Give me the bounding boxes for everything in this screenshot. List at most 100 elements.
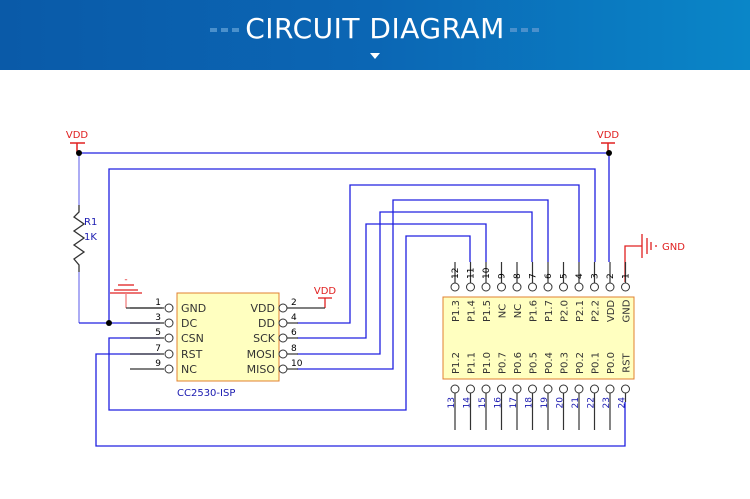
svg-text:P0.4: P0.4 — [544, 352, 555, 374]
module-pin-21: 21 P0.2 — [571, 352, 586, 430]
svg-text:8: 8 — [291, 344, 297, 354]
gnd-symbol-module: GND — [624, 234, 685, 282]
svg-text:6: 6 — [291, 328, 297, 338]
wire-sck-p15 — [297, 223, 487, 339]
svg-text:11: 11 — [467, 268, 477, 279]
isp-pin-nc: 9 NC — [130, 359, 197, 376]
svg-text:21: 21 — [571, 397, 581, 408]
module-pin-16: 16 P0.7 — [494, 352, 509, 430]
svg-text:VDD: VDD — [606, 300, 617, 323]
svg-text:18: 18 — [525, 397, 535, 409]
junction-dot — [76, 150, 82, 156]
wire-mosi-p16 — [297, 211, 533, 355]
isp-pin-miso: 10 MISO — [247, 359, 303, 376]
module-pin-18: 18 P0.5 — [525, 352, 540, 430]
svg-text:NC: NC — [181, 363, 197, 376]
svg-text:10: 10 — [291, 359, 303, 369]
svg-text:P2.0: P2.0 — [560, 300, 571, 322]
junction-dot — [106, 320, 112, 326]
svg-text:P0.5: P0.5 — [529, 352, 540, 374]
svg-text:RST: RST — [622, 352, 633, 372]
svg-text:MOSI: MOSI — [247, 348, 275, 361]
svg-text:2: 2 — [291, 298, 297, 308]
svg-text:P0.2: P0.2 — [575, 352, 586, 374]
svg-text:16: 16 — [494, 397, 504, 409]
svg-text:NC: NC — [498, 304, 509, 318]
svg-text:23: 23 — [602, 397, 612, 408]
svg-text:1: 1 — [155, 298, 161, 308]
svg-text:7: 7 — [155, 344, 161, 354]
svg-text:P2.2: P2.2 — [591, 300, 602, 322]
decorative-dashes-left — [210, 28, 239, 32]
vdd-symbol-left: VDD — [66, 130, 88, 153]
module-pin-7: 7P1.6 — [528, 262, 540, 322]
down-arrow-icon — [370, 53, 380, 59]
svg-text:P1.3: P1.3 — [451, 300, 462, 322]
svg-text:P1.0: P1.0 — [482, 352, 493, 374]
isp-name: CC2530-ISP — [177, 388, 235, 399]
header-banner: CIRCUIT DIAGRAM — [0, 0, 750, 70]
svg-text:P0.1: P0.1 — [591, 352, 602, 374]
resistor-r1: R1 1K — [72, 205, 97, 272]
svg-text:20: 20 — [556, 397, 566, 409]
svg-text:4: 4 — [291, 313, 297, 323]
svg-text:SCK: SCK — [253, 332, 276, 345]
svg-text:GND: GND — [622, 299, 633, 322]
svg-text:5: 5 — [560, 273, 570, 279]
vdd-symbol-isp: VDD — [314, 286, 337, 308]
svg-text:14: 14 — [463, 397, 473, 409]
module-pin-15: 15 P1.0 — [478, 352, 493, 430]
decorative-dashes-right — [510, 28, 539, 32]
svg-text:P1.4: P1.4 — [467, 300, 478, 322]
module-pin-9: 9NC — [497, 262, 509, 318]
wire-csn-p14 — [108, 235, 471, 411]
svg-text:9: 9 — [155, 359, 161, 369]
svg-text:24: 24 — [618, 397, 628, 409]
svg-text:GND: GND — [662, 242, 685, 253]
module-pin-20: 20 P0.3 — [556, 352, 571, 430]
svg-text:15: 15 — [478, 397, 488, 408]
page-title: CIRCUIT DIAGRAM — [245, 12, 505, 45]
svg-text:1: 1 — [622, 273, 632, 279]
junction-dot — [606, 150, 612, 156]
svg-text:P0.3: P0.3 — [560, 352, 571, 374]
svg-text:17: 17 — [509, 397, 519, 408]
module-pin-4: 4P2.1 — [574, 262, 586, 322]
svg-text:P1.5: P1.5 — [482, 300, 493, 322]
module-pin-3: 3P2.2 — [590, 262, 602, 322]
resistor-value: 1K — [84, 232, 97, 243]
svg-text:5: 5 — [155, 328, 161, 338]
svg-text:VDD: VDD — [314, 286, 337, 297]
svg-text:P2.1: P2.1 — [575, 300, 586, 322]
svg-text:-: - — [124, 275, 127, 285]
svg-text:6: 6 — [544, 273, 554, 279]
resistor-name: R1 — [84, 217, 97, 228]
svg-text:CSN: CSN — [181, 332, 204, 345]
svg-text:4: 4 — [575, 273, 585, 279]
svg-text:P1.2: P1.2 — [451, 352, 462, 374]
svg-text:P0.0: P0.0 — [606, 352, 617, 374]
svg-text:P1.6: P1.6 — [529, 300, 540, 322]
isp-pin-dd: 4DD — [258, 313, 298, 330]
svg-text:8: 8 — [513, 273, 523, 279]
wire-dd-p21 — [297, 184, 580, 324]
vdd-label-right: VDD — [597, 130, 620, 141]
svg-text:3: 3 — [591, 273, 601, 279]
svg-text:MISO: MISO — [247, 363, 276, 376]
wire-rst-rst — [95, 353, 626, 447]
svg-text:10: 10 — [482, 267, 492, 279]
module-pin-19: 19 P0.4 — [540, 352, 555, 430]
svg-text:19: 19 — [540, 397, 550, 409]
svg-text:12: 12 — [451, 268, 461, 279]
svg-text:P0.7: P0.7 — [498, 352, 509, 374]
